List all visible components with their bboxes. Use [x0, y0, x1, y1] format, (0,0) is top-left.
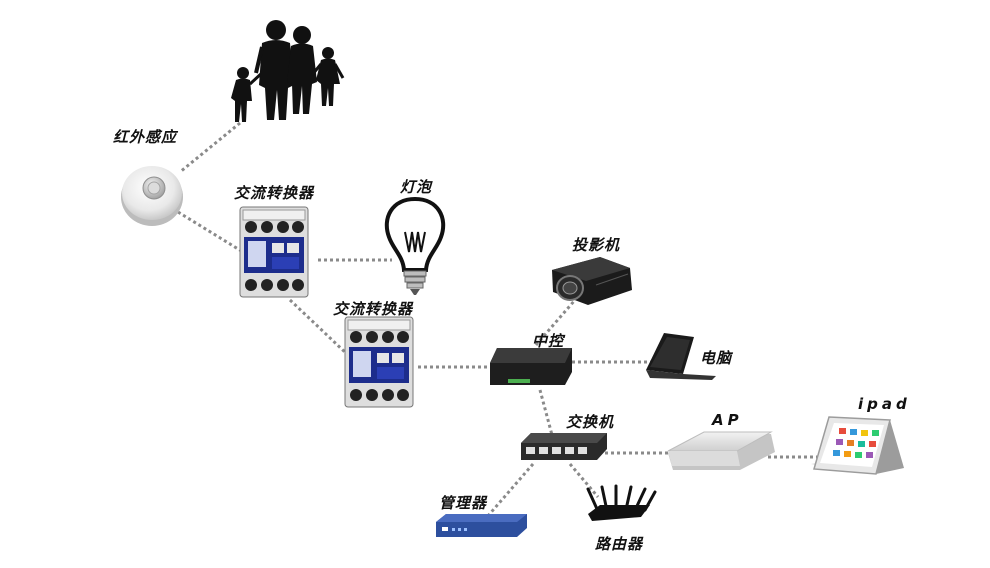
light-bulb: [384, 196, 446, 295]
family-silhouette: [231, 20, 345, 122]
ac-converter-1: [239, 206, 309, 298]
label-light-bulb: 灯泡: [400, 178, 433, 196]
label-router: 路由器: [595, 535, 644, 553]
access-point: [667, 431, 775, 470]
label-ipad: ipad: [858, 395, 911, 413]
ipad-tablet: [811, 416, 904, 475]
connector-central-projector: [534, 299, 577, 346]
label-central-control: 中控: [532, 332, 565, 350]
laptop-computer: [646, 333, 716, 380]
connector-converter1-converter2: [288, 298, 350, 357]
network-switch: [521, 433, 607, 460]
connector-sensor-converter1: [177, 210, 244, 254]
manager-device: [436, 514, 527, 537]
wifi-router: [586, 484, 657, 521]
label-projector: 投影机: [572, 236, 621, 254]
connector-switch-router: [568, 463, 600, 498]
connector-family-sensor: [179, 121, 241, 174]
connector-central-switch: [538, 389, 554, 436]
connector-switch-manager: [485, 463, 535, 518]
label-ac-converter-1: 交流转换器: [234, 184, 315, 202]
label-ac-converter-2: 交流转换器: [333, 300, 414, 318]
connectors: [177, 121, 836, 518]
label-infrared-sensor: 红外感应: [113, 128, 178, 146]
ac-converter-2: [344, 316, 414, 408]
label-computer: 电脑: [700, 349, 733, 367]
projector: [552, 257, 632, 305]
central-control-box: [490, 348, 572, 385]
infrared-sensor: [121, 166, 183, 226]
label-access-point: AP: [712, 411, 743, 429]
label-manager: 管理器: [439, 494, 488, 512]
label-switch: 交换机: [566, 413, 615, 431]
